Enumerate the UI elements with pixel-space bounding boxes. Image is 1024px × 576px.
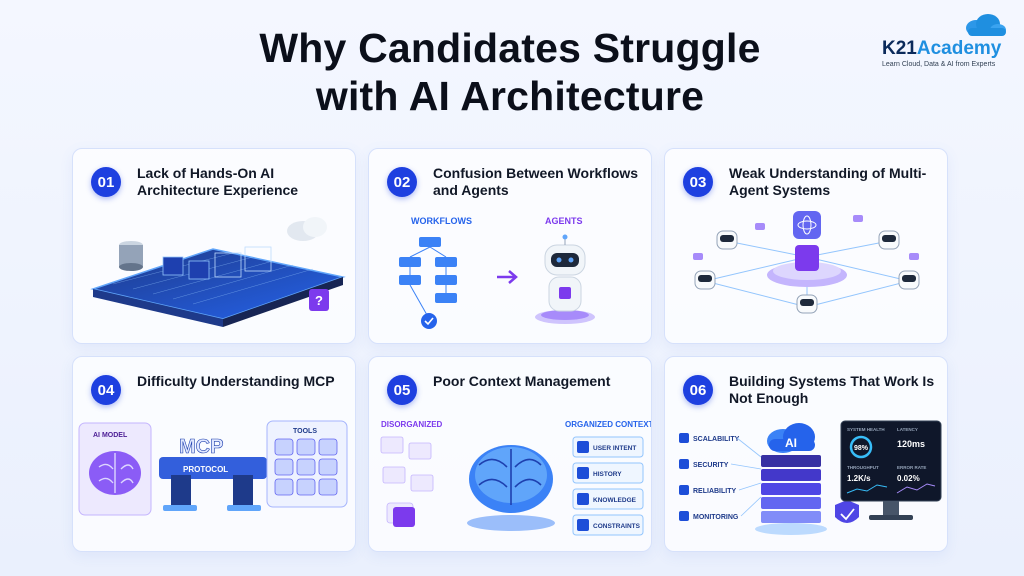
card-title: Confusion Between Workflows and Agents [433,165,639,198]
context-item: CONSTRAINTS [593,523,641,530]
card-context-management: 05 Poor Context Management DISORGANIZED … [368,356,652,552]
card-number: 05 [387,375,417,405]
svg-text:?: ? [315,293,323,308]
context-item: HISTORY [593,471,622,478]
context-management-illustration: DISORGANIZED ORGANIZED CONTEXT USER INTE… [380,420,652,536]
shield-icon [679,459,689,469]
dashboard-monitor: SYSTEM HEALTH LATENCY 98% 120ms THROUGHP… [840,420,942,520]
tool-grid-icon [274,438,338,496]
quality-item: SCALABILITY [693,436,740,443]
workflows-label: WORKFLOWS [411,216,472,226]
mcp-label: MCP [179,436,223,458]
tools-label: TOOLS [293,428,317,435]
card-multi-agent-systems: 03 Weak Understanding of Multi-Agent Sys… [664,148,948,344]
card-number: 03 [683,167,713,197]
robot-icon [535,234,595,324]
knowledge-icon [577,493,589,505]
ai-model-label: AI MODEL [93,432,128,439]
page-title: Why Candidates Struggle with AI Architec… [150,24,870,120]
card-building-systems: 06 Building Systems That Work Is Not Eno… [664,356,948,552]
svg-text:ERROR RATE: ERROR RATE [897,465,926,470]
card-number: 01 [91,167,121,197]
svg-text:SYSTEM HEALTH: SYSTEM HEALTH [847,427,885,432]
brain-icon [89,451,141,495]
quality-item: RELIABILITY [693,488,736,495]
agents-label: AGENTS [545,216,583,226]
svg-text:120ms: 120ms [897,439,925,449]
quality-item: MONITORING [693,514,739,521]
mcp-protocol-illustration: AI MODEL MCP PROTOCOL TOOLS [78,420,348,516]
card-title: Lack of Hands-On AI Architecture Experie… [137,165,299,198]
history-icon [577,467,589,479]
svg-text:98%: 98% [854,445,869,452]
user-icon [577,441,589,453]
production-systems-illustration: SCALABILITY SECURITY RELIABILITY MONITOR… [679,420,942,535]
card-title: Poor Context Management [433,373,611,389]
title-line-2: with AI Architecture [315,73,705,119]
card-mcp: 04 Difficulty Understanding MCP AI MODEL… [72,356,356,552]
server-label: AI [785,436,797,450]
workflow-agent-illustration: WORKFLOWS AGENTS [399,216,595,329]
chart-icon [679,433,689,443]
multi-agent-network-illustration [693,211,920,314]
brand-name: K21Academy [882,38,1002,59]
server-stack-icon [755,455,827,535]
card-hands-on-experience: 01 Lack of Hands-On AI Architecture Expe… [72,148,356,344]
context-item: KNOWLEDGE [593,497,637,504]
card-title: Difficulty Understanding MCP [137,373,335,389]
brand-logo: K21Academy Learn Cloud, Data & AI from E… [878,12,1008,72]
check-icon [421,313,437,329]
svg-text:1.2K/s: 1.2K/s [847,474,871,483]
card-title: Building Systems That Work Is Not Enough [729,373,935,406]
disorganized-label: DISORGANIZED [381,420,443,429]
brain-icon [467,445,555,531]
shield-icon [835,500,859,523]
atom-icon [793,211,821,239]
quality-item: SECURITY [693,462,729,469]
card-title: Weak Understanding of Multi-Agent System… [729,165,927,198]
context-item: USER INTENT [593,445,636,452]
check-icon [679,485,689,495]
card-number: 02 [387,167,417,197]
brand-tagline: Learn Cloud, Data & AI from Experts [882,61,996,68]
card-number: 04 [91,375,121,405]
eye-icon [679,511,689,521]
svg-text:THROUGHPUT: THROUGHPUT [847,465,879,470]
database-icon [119,241,143,271]
cloud-icon [966,14,1006,36]
card-number: 06 [683,375,713,405]
svg-text:LATENCY: LATENCY [897,427,918,432]
ai-cloud-icon: AI [767,423,815,453]
card-workflows-vs-agents: 02 Confusion Between Workflows and Agent… [368,148,652,344]
protocol-label: PROTOCOL [183,465,228,474]
title-line-1: Why Candidates Struggle [259,25,761,71]
svg-text:0.02%: 0.02% [897,474,920,483]
organized-context-label: ORGANIZED CONTEXT [565,420,652,429]
constraints-icon [577,519,589,531]
blueprint-board-illustration: ? [90,217,346,327]
